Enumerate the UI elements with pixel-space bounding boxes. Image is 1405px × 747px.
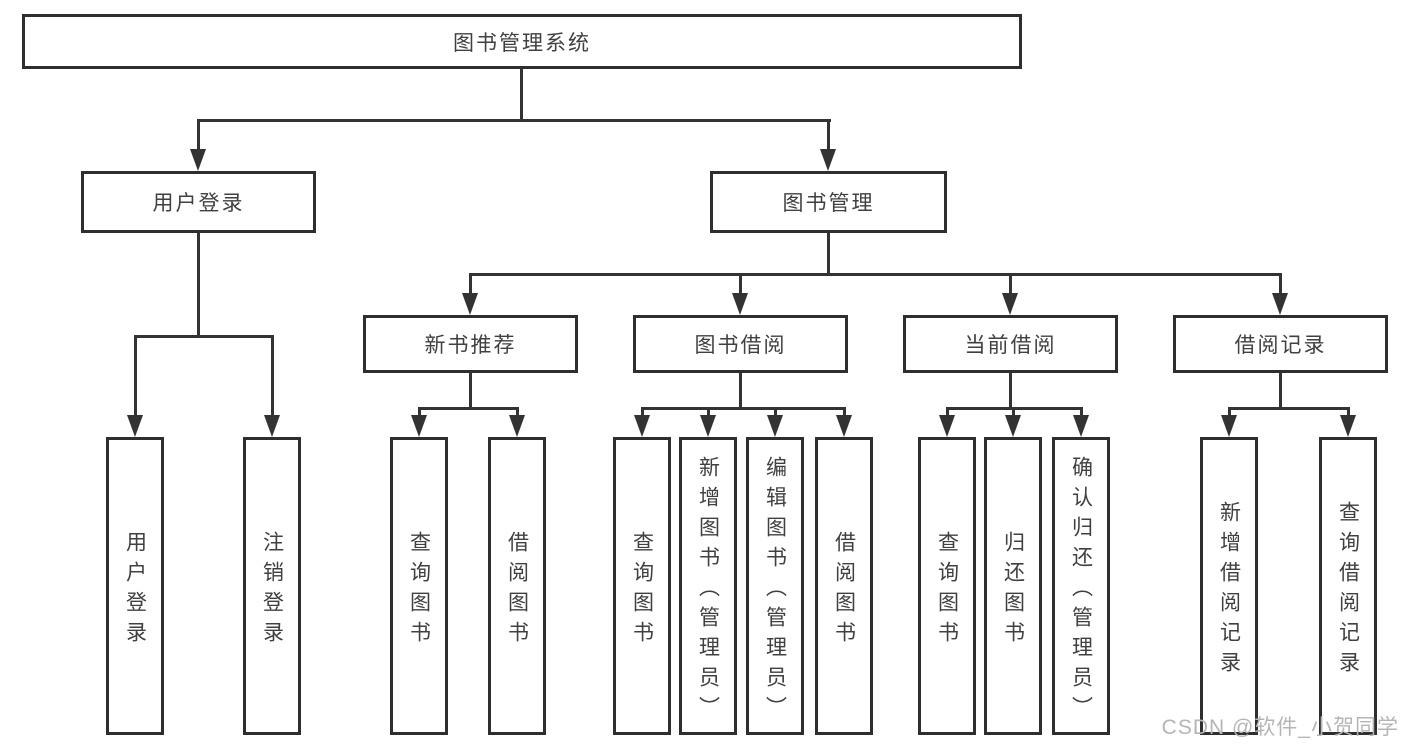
leaf-borrow-books-borrowing: 借阅图书 [815, 437, 873, 735]
leaf-add-books-admin: 新增图书（管理员） [679, 437, 737, 735]
node-user-login: 用户登录 [81, 171, 316, 233]
connector-line [418, 407, 519, 410]
node-label: 图书管理 [782, 192, 875, 215]
connector-line [827, 119, 830, 153]
connector-line [469, 373, 472, 409]
node-current-borrowing: 当前借阅 [903, 315, 1118, 373]
leaf-label: 查询图书 [407, 530, 431, 651]
leaf-label: 编辑图书（管理员） [763, 455, 787, 726]
connector-line [641, 407, 846, 410]
connector-line [520, 69, 523, 121]
leaf-label: 归还图书 [1001, 530, 1025, 651]
connector-line [197, 119, 200, 153]
node-label: 当前借阅 [964, 334, 1057, 357]
connector-line [1009, 273, 1012, 297]
connector-line [1009, 373, 1012, 409]
connector-line [946, 407, 949, 419]
node-book-borrowing: 图书借阅 [633, 315, 848, 373]
leaf-label: 借阅图书 [505, 530, 529, 651]
arrow-down-icon [634, 415, 650, 437]
connector-line [134, 335, 137, 419]
node-label: 新书推荐 [424, 334, 517, 357]
leaf-user-login: 用户登录 [106, 437, 164, 735]
leaf-edit-books-admin: 编辑图书（管理员） [746, 437, 804, 735]
arrow-down-icon [1005, 415, 1021, 437]
arrow-down-icon [820, 149, 836, 171]
arrow-down-icon [264, 415, 280, 437]
node-label: 图书借阅 [694, 334, 787, 357]
connector-line [418, 407, 421, 419]
connector-line [641, 407, 644, 419]
connector-line [1228, 407, 1350, 410]
arrow-down-icon [1340, 415, 1356, 437]
connector-line [1279, 273, 1282, 297]
csdn-watermark: CSDN @软件_小贺同学 [1161, 716, 1399, 739]
leaf-add-borrowing-record: 新增借阅记录 [1200, 437, 1258, 735]
leaf-label: 用户登录 [123, 530, 147, 651]
connector-line [1012, 407, 1015, 419]
connector-line [516, 407, 519, 419]
node-book-management: 图书管理 [710, 171, 947, 233]
connector-line [197, 233, 200, 337]
connector-line [739, 273, 742, 297]
leaf-query-borrowing-record: 查询借阅记录 [1319, 437, 1377, 735]
connector-line [843, 407, 846, 419]
arrow-down-icon [127, 415, 143, 437]
leaf-borrow-books-recommend: 借阅图书 [488, 437, 546, 735]
connector-line [197, 119, 831, 122]
connector-line [271, 335, 274, 419]
arrow-down-icon [1221, 415, 1237, 437]
leaf-label: 查询图书 [630, 530, 654, 651]
node-label: 借阅记录 [1234, 334, 1327, 357]
connector-line [1080, 407, 1083, 419]
arrow-down-icon [700, 415, 716, 437]
arrow-down-icon [1272, 293, 1288, 315]
arrow-down-icon [1002, 293, 1018, 315]
connector-line [1228, 407, 1231, 419]
leaf-query-books-borrowing: 查询图书 [613, 437, 671, 735]
arrow-down-icon [732, 293, 748, 315]
connector-line [739, 373, 742, 409]
leaf-return-books: 归还图书 [984, 437, 1042, 735]
leaf-label: 借阅图书 [832, 530, 856, 651]
connector-line [827, 233, 830, 275]
connector-line [1279, 373, 1282, 409]
leaf-label: 查询图书 [935, 530, 959, 651]
node-label: 图书管理系统 [453, 31, 591, 55]
leaf-label: 确认归还（管理员） [1069, 455, 1093, 726]
node-label: 用户登录 [152, 192, 245, 215]
arrow-down-icon [462, 293, 478, 315]
arrow-down-icon [190, 149, 206, 171]
leaf-query-books-current: 查询图书 [918, 437, 976, 735]
leaf-label: 新增图书（管理员） [696, 455, 720, 726]
leaf-label: 新增借阅记录 [1217, 500, 1241, 681]
leaf-label: 查询借阅记录 [1336, 500, 1360, 681]
arrow-down-icon [767, 415, 783, 437]
connector-line [134, 335, 274, 338]
arrow-down-icon [939, 415, 955, 437]
connector-line [707, 407, 710, 419]
arrow-down-icon [1073, 415, 1089, 437]
node-library-management-system: 图书管理系统 [22, 14, 1022, 69]
node-borrowing-records: 借阅记录 [1173, 315, 1388, 373]
arrow-down-icon [836, 415, 852, 437]
leaf-label: 注销登录 [260, 530, 284, 651]
connector-line [469, 273, 1282, 276]
arrow-down-icon [509, 415, 525, 437]
connector-line [774, 407, 777, 419]
arrow-down-icon [411, 415, 427, 437]
connector-line [1347, 407, 1350, 419]
leaf-query-books-recommend: 查询图书 [390, 437, 448, 735]
connector-line [469, 273, 472, 297]
leaf-logout: 注销登录 [243, 437, 301, 735]
leaf-confirm-return-admin: 确认归还（管理员） [1052, 437, 1110, 735]
node-new-book-recommendation: 新书推荐 [363, 315, 578, 373]
